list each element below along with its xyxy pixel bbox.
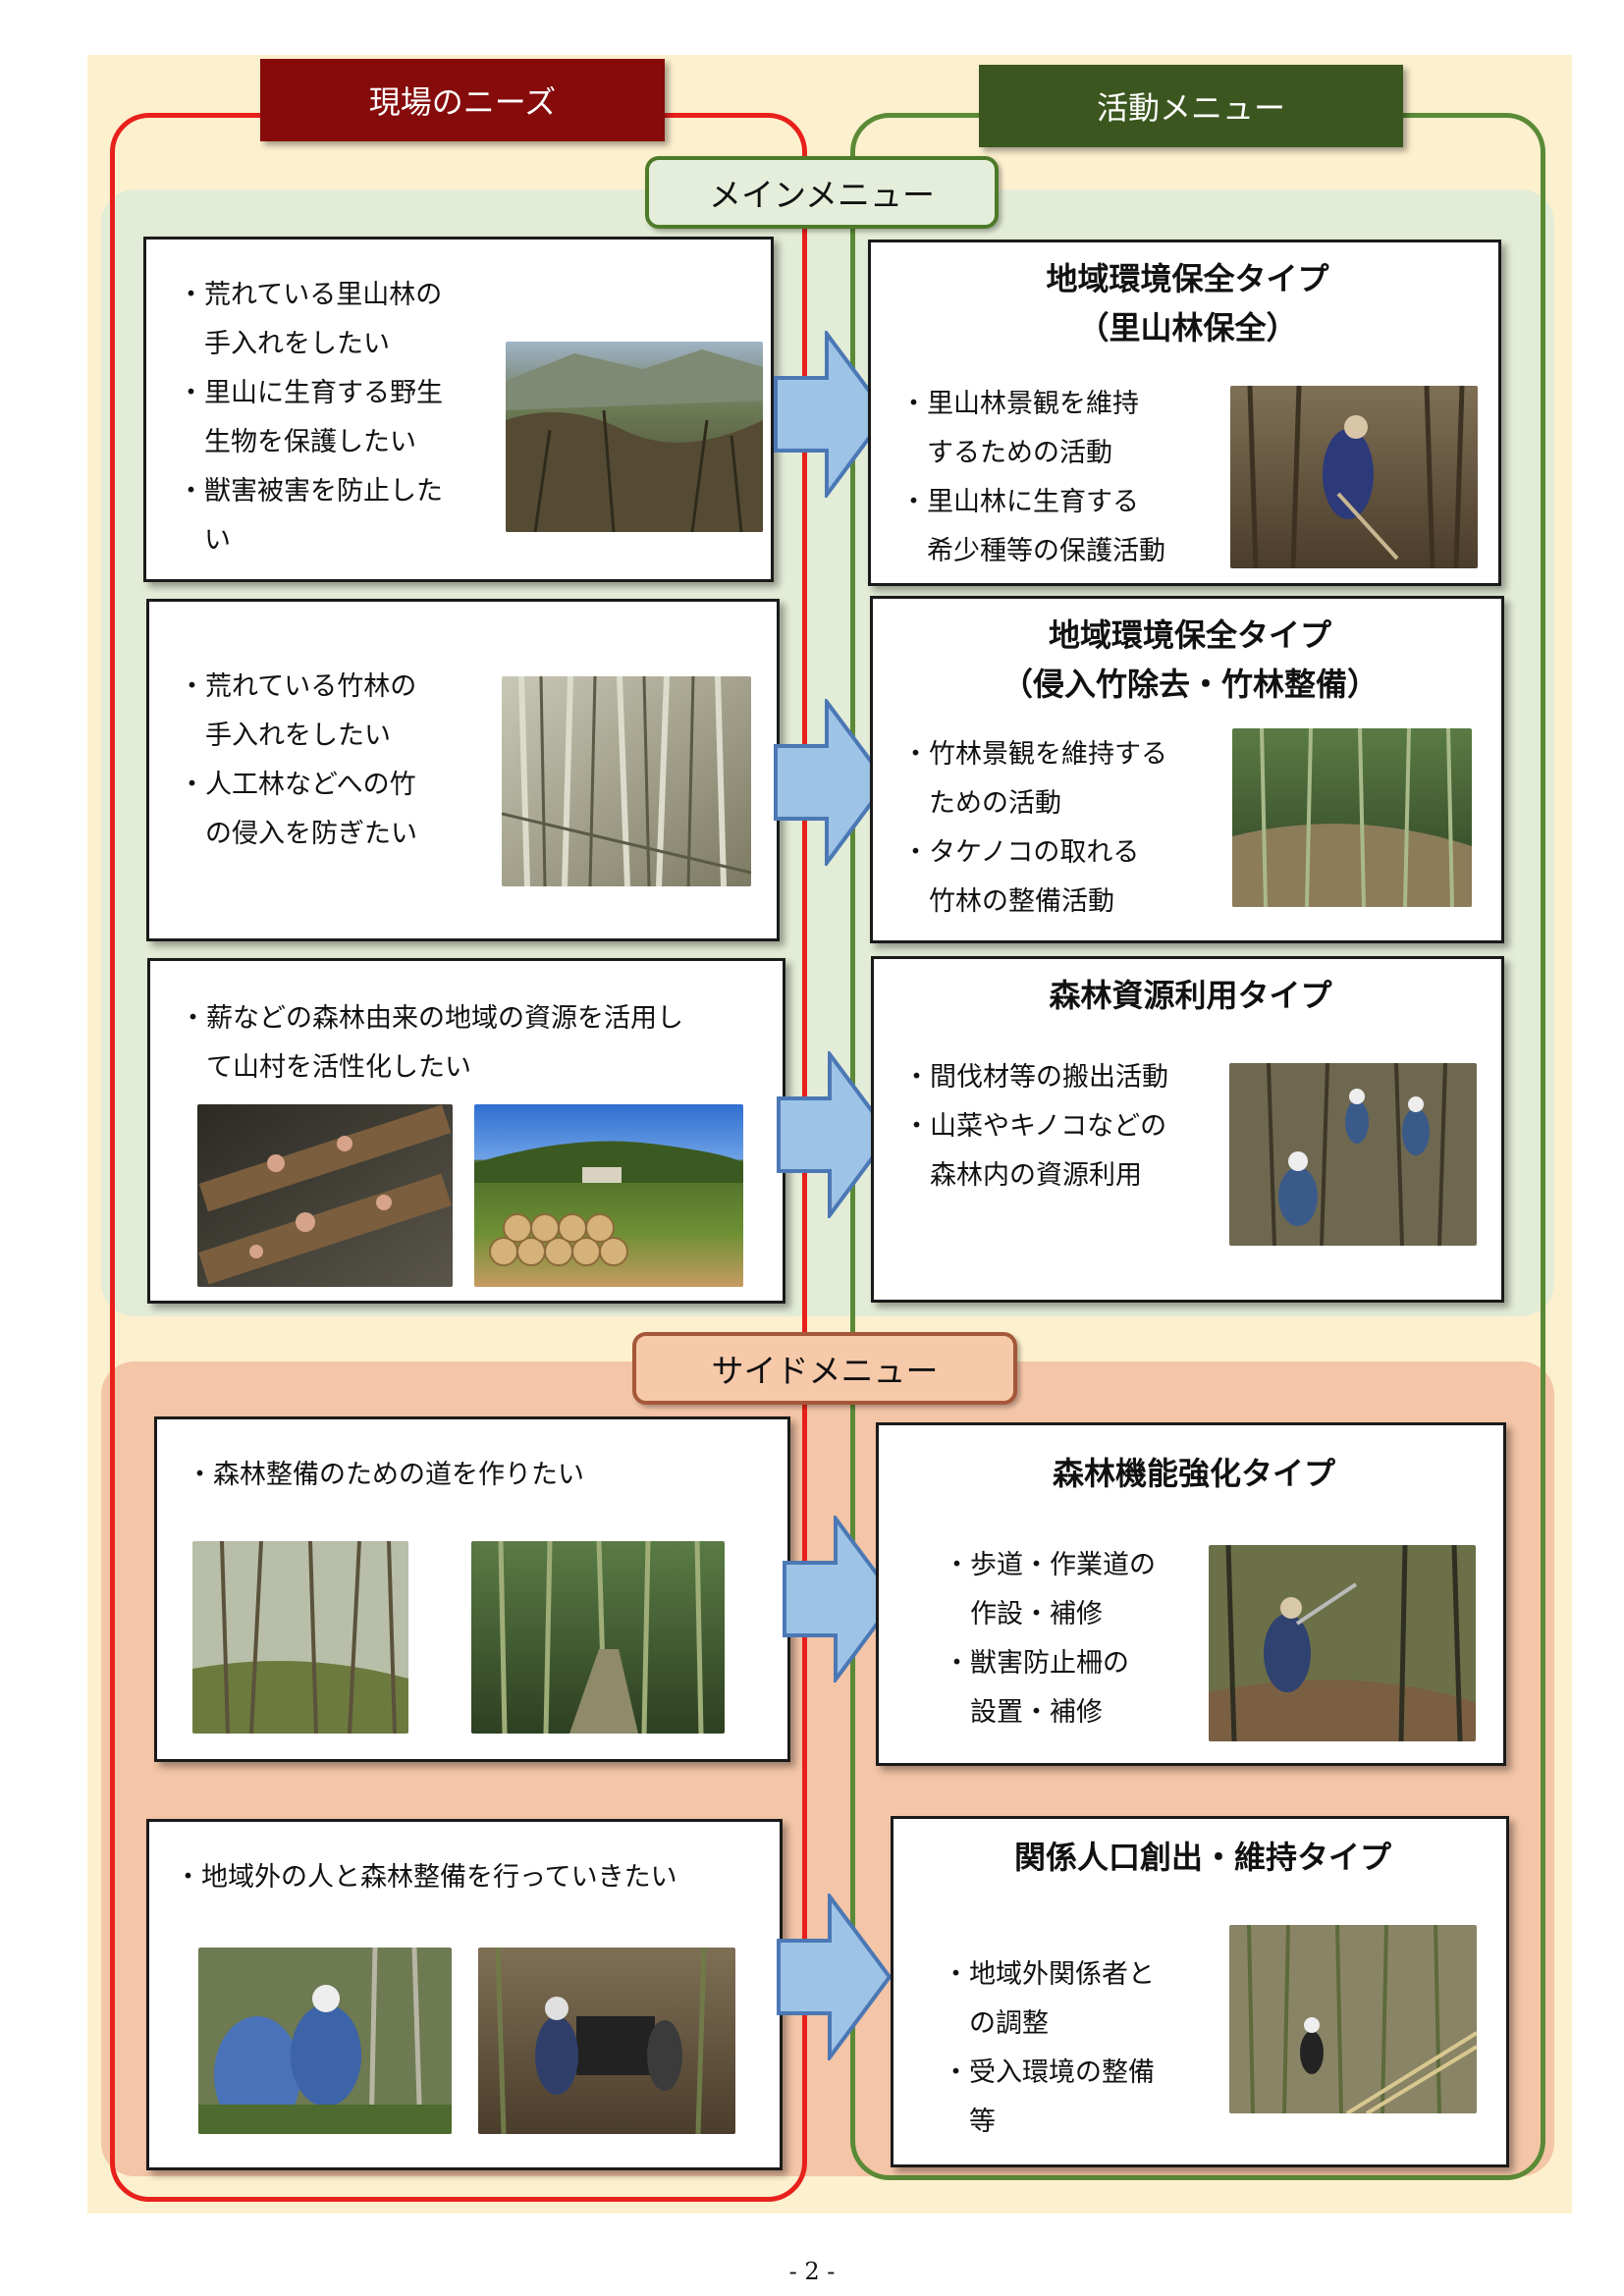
need-card-4: ・森林整備のための道を作りたい bbox=[154, 1416, 790, 1762]
photo-volunteers-working bbox=[198, 1948, 452, 2134]
activity-title: 地域環境保全タイプ （里山林保全） bbox=[1046, 260, 1329, 347]
photo-raking-leaves bbox=[1230, 386, 1478, 568]
activity-card-4: 森林機能強化タイプ ・歩道・作業道の 作設・補修 ・獣害防止柵の 設置・補修 bbox=[876, 1422, 1506, 1766]
photo-bamboo-slope bbox=[1229, 1925, 1477, 2113]
activity-card-5: 関係人口創出・維持タイプ ・地域外関係者と の調整 ・受入環境の整備 等 bbox=[891, 1816, 1509, 2167]
need-card-3: ・薪などの森林由来の地域の資源を活用し て山村を活性化したい bbox=[147, 958, 785, 1304]
need-text: ・荒れている里山林の 手入れをしたい ・里山に生育する野生 生物を保護したい ・… bbox=[178, 280, 443, 556]
need-text: ・荒れている竹林の 手入れをしたい ・人工林などへの竹 の侵入を防ぎたい bbox=[179, 671, 417, 849]
need-text: ・薪などの森林由来の地域の資源を活用し て山村を活性化したい bbox=[180, 1003, 683, 1083]
activity-card-3: 森林資源利用タイプ ・間伐材等の搬出活動 ・山菜やキノコなどの 森林内の資源利用 bbox=[871, 956, 1504, 1303]
page-number: - 2 - bbox=[788, 2258, 836, 2285]
need-card-1: ・荒れている里山林の 手入れをしたい ・里山に生育する野生 生物を保護したい ・… bbox=[143, 237, 774, 582]
activity-text: ・里山林景観を維持 するための活動 ・里山林に生育する 希少種等の保護活動 bbox=[900, 389, 1165, 566]
photo-bamboo-path bbox=[471, 1541, 725, 1734]
main-menu-label: メインメニュー bbox=[645, 156, 999, 229]
need-text: ・森林整備のための道を作りたい bbox=[187, 1460, 584, 1490]
photo-dense-bamboo-grove bbox=[502, 676, 751, 886]
activity-title: 関係人口創出・維持タイプ bbox=[1013, 1839, 1391, 1876]
arrow-right-icon bbox=[777, 1051, 893, 1218]
activity-text: ・間伐材等の搬出活動 ・山菜やキノコなどの 森林内の資源利用 bbox=[903, 1062, 1168, 1191]
activities-header: 活動メニュー bbox=[979, 65, 1403, 147]
arrow-right-icon bbox=[774, 331, 890, 498]
needs-header: 現場のニーズ bbox=[260, 59, 665, 141]
need-card-2: ・荒れている竹林の 手入れをしたい ・人工林などへの竹 の侵入を防ぎたい bbox=[146, 599, 780, 941]
photo-thinning-work bbox=[1229, 1063, 1477, 1246]
photo-firewood-village bbox=[474, 1104, 743, 1287]
photo-managed-bamboo bbox=[1232, 728, 1472, 907]
activity-title: 森林資源利用タイプ bbox=[1049, 977, 1332, 1014]
photo-volunteers-machine bbox=[478, 1948, 735, 2134]
arrow-right-icon bbox=[774, 699, 890, 866]
arrow-right-icon bbox=[777, 1894, 893, 2060]
activity-text: ・地域外関係者と の調整 ・受入環境の整備 等 bbox=[943, 1959, 1155, 2137]
need-card-5: ・地域外の人と森林整備を行っていきたい bbox=[146, 1819, 783, 2170]
photo-road-work bbox=[1209, 1545, 1476, 1741]
photo-forest-path bbox=[192, 1541, 408, 1734]
side-menu-label: サイドメニュー bbox=[632, 1332, 1017, 1405]
activity-text: ・竹林景観を維持する ための活動 ・タケノコの取れる 竹林の整備活動 bbox=[902, 739, 1167, 917]
activity-title: 地域環境保全タイプ （侵入竹除去・竹林整備） bbox=[1001, 616, 1379, 703]
photo-overgrown-satoyama-forest bbox=[506, 342, 763, 532]
activity-card-1: 地域環境保全タイプ （里山林保全） ・里山林景観を維持 するための活動 ・里山林… bbox=[868, 240, 1501, 586]
activity-card-2: 地域環境保全タイプ （侵入竹除去・竹林整備） ・竹林景観を維持する ための活動 … bbox=[870, 596, 1504, 943]
arrow-right-icon bbox=[783, 1516, 898, 1682]
activity-text: ・歩道・作業道の 作設・補修 ・獣害防止柵の 設置・補修 bbox=[944, 1550, 1156, 1728]
activity-title: 森林機能強化タイプ bbox=[1052, 1455, 1335, 1492]
photo-shiitake-logs bbox=[197, 1104, 453, 1287]
need-text: ・地域外の人と森林整備を行っていきたい bbox=[175, 1862, 677, 1893]
